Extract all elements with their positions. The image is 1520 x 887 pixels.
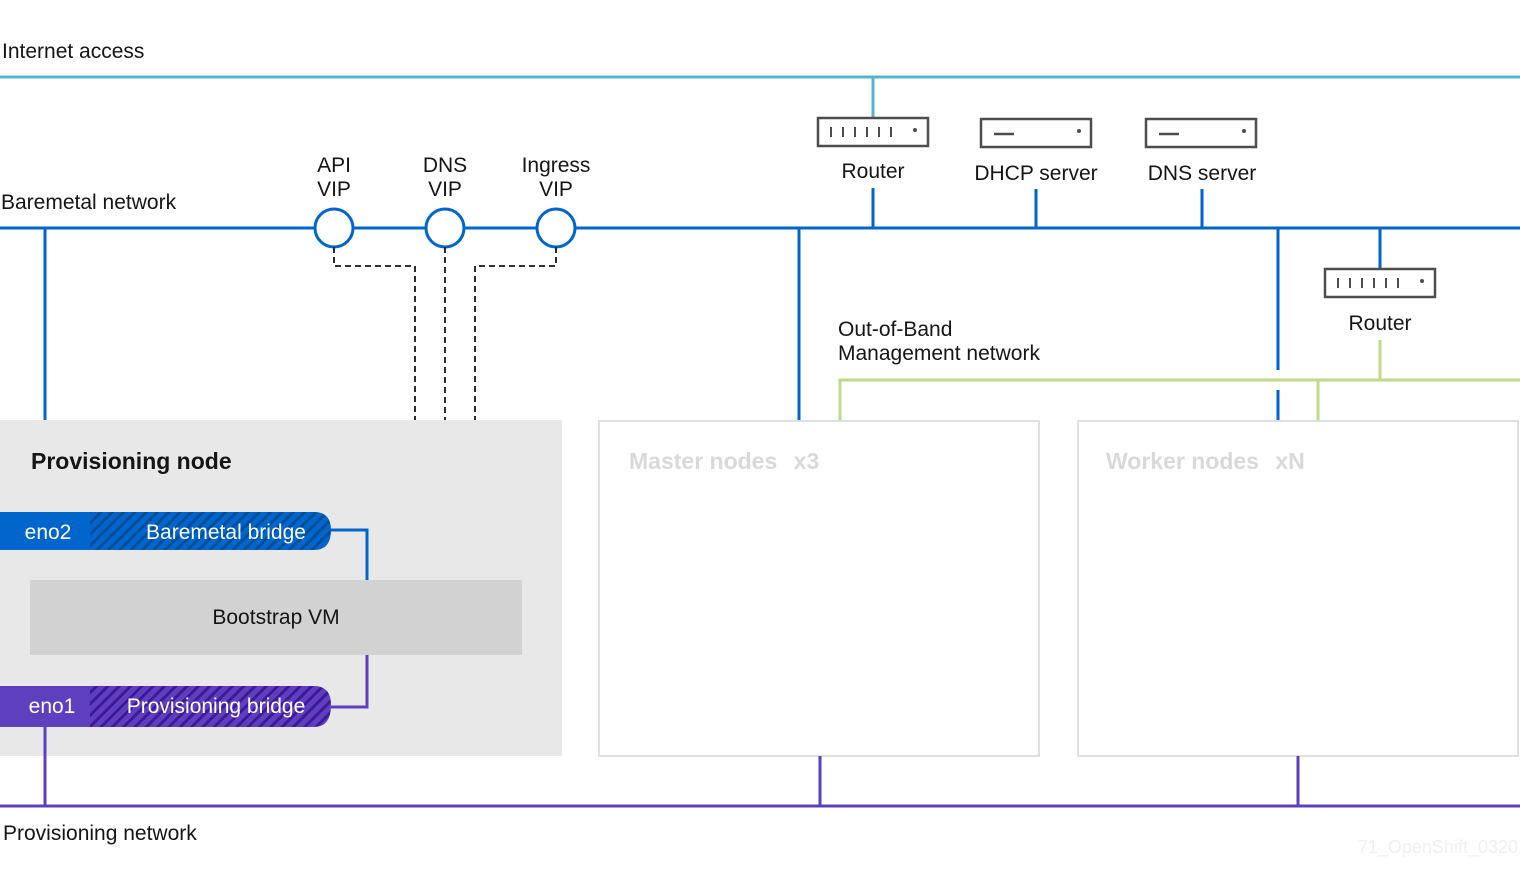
router-top-icon <box>816 116 930 148</box>
api-vip-label-line1: API <box>317 154 351 177</box>
master-nodes-box <box>598 420 1040 757</box>
baremetal-network-label: Baremetal network <box>1 191 177 214</box>
oob-network-label-line1: Out-of-Band <box>838 318 952 341</box>
provisioning-network-drops <box>43 727 1300 806</box>
provisioning-bridge-label: Provisioning bridge <box>127 695 306 718</box>
ingress-vip-node <box>535 207 577 249</box>
eno1-label: eno1 <box>29 695 76 718</box>
worker-nodes-name: Worker nodes <box>1106 448 1259 474</box>
provisioning-bridge <box>0 686 331 727</box>
oob-network-label-line2: Management network <box>838 342 1040 365</box>
watermark: 71_OpenShift_0320 <box>1358 837 1518 858</box>
bootstrap-vm-box <box>30 580 522 655</box>
api-vip-node <box>313 207 355 249</box>
master-nodes-name: Master nodes <box>629 448 777 474</box>
vip-dashed-connectors <box>333 247 557 558</box>
oob-network-lines <box>838 340 1520 420</box>
provisioning-network-label: Provisioning network <box>3 822 197 845</box>
ingress-vip-label-line2: VIP <box>539 178 573 201</box>
api-vip-label-line2: VIP <box>317 178 351 201</box>
ingress-vip-label-line1: Ingress <box>522 154 591 177</box>
router-oob-label: Router <box>1348 312 1411 335</box>
dns-vip-label-line1: DNS <box>423 154 467 177</box>
internet-access-label: Internet access <box>2 40 144 63</box>
dns-server-icon <box>1144 117 1258 149</box>
provisioning-bridge-vm-link <box>331 655 369 709</box>
dhcp-server-label: DHCP server <box>974 162 1097 185</box>
dns-server-label: DNS server <box>1148 162 1257 185</box>
dns-vip-label-line2: VIP <box>428 178 462 201</box>
router-top-label: Router <box>841 160 904 183</box>
bootstrap-vm-label: Bootstrap VM <box>212 606 339 629</box>
baremetal-bridge <box>0 512 331 550</box>
baremetal-bridge-label: Baremetal bridge <box>146 521 306 544</box>
baremetal-bridge-vm-link <box>331 528 369 580</box>
master-nodes-count: x3 <box>794 448 820 474</box>
eno2-label: eno2 <box>25 521 72 544</box>
dns-vip-node <box>424 207 466 249</box>
master-nodes-label: Master nodes x3 <box>629 448 819 474</box>
router-oob-icon <box>1323 267 1437 299</box>
provisioning-node-title: Provisioning node <box>31 448 232 474</box>
worker-nodes-label: Worker nodes xN <box>1106 448 1305 474</box>
dhcp-server-icon <box>979 117 1093 149</box>
worker-nodes-count: xN <box>1275 448 1304 474</box>
worker-nodes-box <box>1077 420 1519 757</box>
